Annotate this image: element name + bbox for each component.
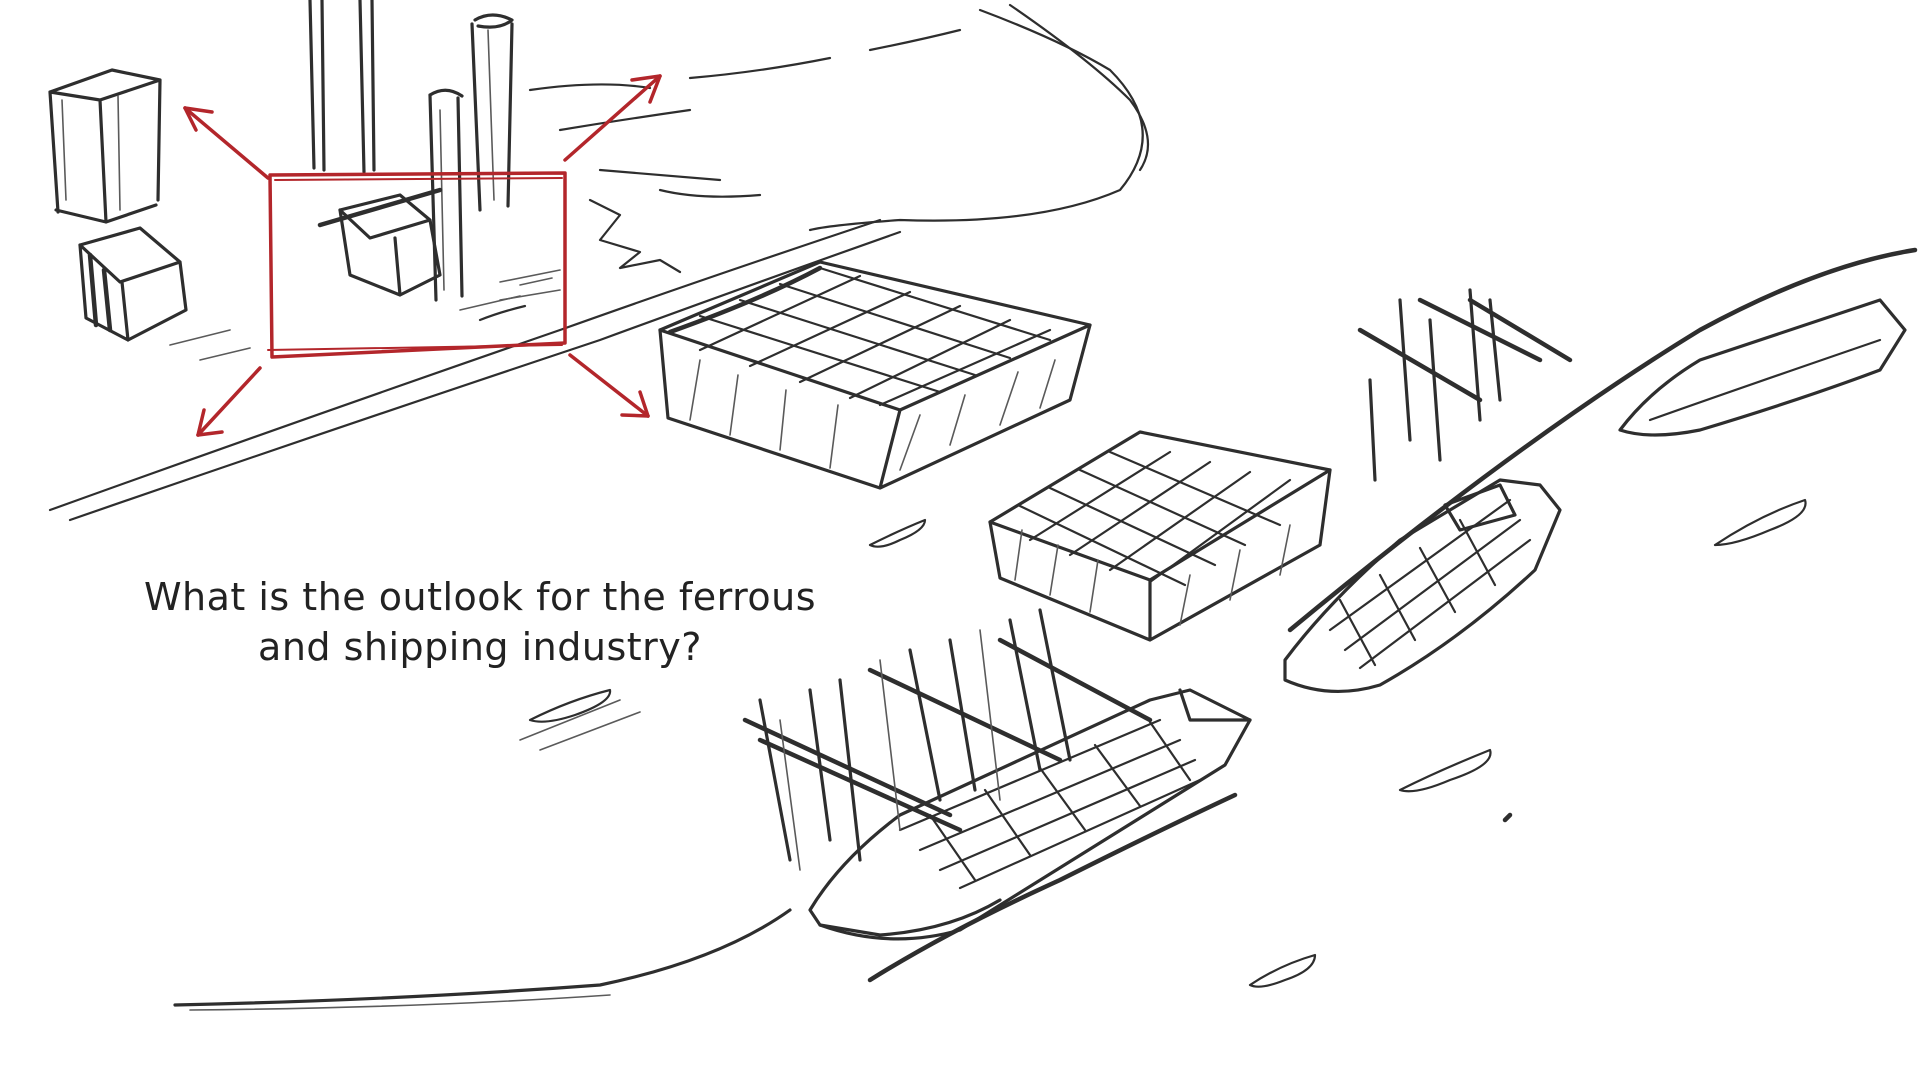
- chimney-stacks-sketch: [308, 0, 514, 302]
- small-ship-far-right-sketch: [1618, 298, 1907, 437]
- cargo-ship-bottom-sketch: [742, 608, 1252, 983]
- warehouse-roof-2-sketch: [988, 430, 1332, 642]
- highlighted-building-sketch: [317, 187, 561, 301]
- arrow-down-left-icon: [196, 366, 262, 437]
- caption-line-2: and shipping industry?: [258, 625, 702, 669]
- caption-line-1: What is the outlook for the ferrous: [143, 575, 817, 619]
- water-ripple-marks: [478, 304, 1807, 988]
- small-cube-building-sketch: [78, 226, 188, 342]
- arrow-up-left-icon: [183, 106, 270, 180]
- cargo-ship-right-sketch: [1283, 247, 1918, 693]
- warehouse-roof-1-sketch: [658, 260, 1092, 490]
- harbour-coastline-sketch: [48, 3, 1150, 522]
- arrow-down-right-icon: [568, 353, 650, 418]
- red-highlight-frame: [267, 171, 567, 359]
- shore-ground-line-sketch: [173, 908, 792, 1011]
- arrow-up-right-icon: [563, 74, 662, 162]
- question-caption: What is the outlook for the ferrous and …: [40, 572, 920, 672]
- tall-building-sketch: [48, 68, 162, 224]
